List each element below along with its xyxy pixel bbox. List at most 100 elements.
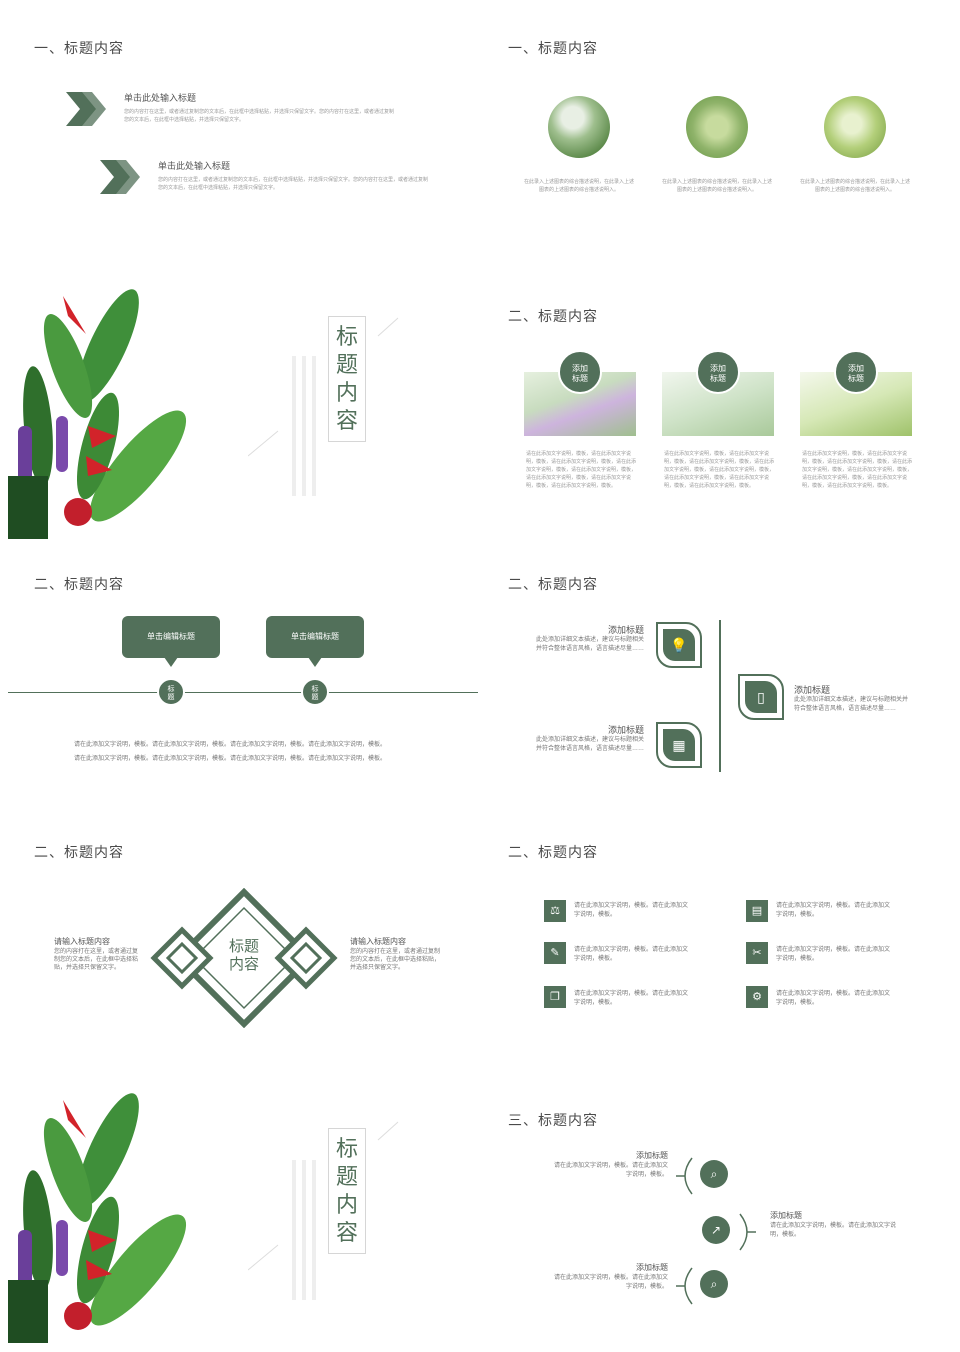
item-heading: 添加标题 [794,685,831,695]
item-body: 您的内容打在这里，或者通过复制您的文本后，在此框中选择粘贴，并选择只保留文字。您… [158,177,429,191]
slide-title: 二、标题内容 [508,844,598,860]
leaf-frame: 💡 [656,622,702,668]
phone-icon: ▯ [745,681,777,713]
bracket [739,1213,756,1251]
item-heading: 添加标题 [607,625,644,635]
slide-7: 二、标题内容 标题 内容 请输入标题内容 您的内容打在这里，或者通过复制您的文本… [8,812,478,1075]
settings-icon: ⚙ [746,986,768,1008]
slide-4: 二、标题内容 添加 标题 添加 标题 添加 标题 请在此添加文字说明，模板，请在… [482,276,952,539]
title-char: 容 [335,1220,358,1245]
photo-circle [548,96,610,158]
search-icon: ⌕ [700,1160,728,1188]
photo-circle [686,96,748,158]
slide-title: 一、标题内容 [508,40,598,56]
list-item: 请在此添加文字说明，模板。请在此添加文字说明，模板。 [574,947,689,962]
caption: 在此录入上述图表的综合描述说明，在此录入上述图表的上述图表的综合描述说明入。 [524,179,635,193]
scale-icon: ⚖ [544,900,566,922]
slide-title: 二、标题内容 [34,844,124,860]
slide-5: 二、标题内容 单击编辑标题 单击编辑标题 标 题 标 题 请在此添加文字说明，模… [8,544,478,807]
copy-icon: ❐ [544,986,566,1008]
caption: 在此录入上述图表的综合描述说明，在此录入上述图表的上述图表的综合描述说明入。 [662,179,773,193]
chart-trend-icon: ↗ [702,1216,730,1244]
item-heading: 单击此处输入标题 [158,161,231,171]
center-title: 标题 内容 [218,938,270,974]
slide-title: 一、标题内容 [34,40,124,56]
item-body: 您的内容打在这里，或者通过复制您的文本后，在此框中选择粘贴，并选择只保留文字。您… [124,109,395,123]
item-body: 此处添加详细文本描述，建议与标题相关并符合整体语言风格，语言描述尽量…… [535,737,644,752]
caption: 请在此添加文字说明，模板，请在此添加文字说明，模板，请在此添加文字说明，模板，请… [802,451,913,489]
item-3: 添加标题 此处添加详细文本描述，建议与标题相关并符合整体语言风格，语言描述尽量…… [794,684,910,714]
right-text: 请输入标题内容 您的内容打在这里，或者通过复制您的文本后，在此框中选择粘贴，并选… [350,936,440,972]
right-heading: 请输入标题内容 [350,937,406,946]
list-item: 请在此添加文字说明，模板。请在此添加文字说明，模板。 [574,903,689,918]
item-1: 添加标题 此处添加详细文本描述，建议与标题相关并符合整体语言风格，语言描述尽量…… [532,624,644,654]
lightbulb-icon: 💡 [663,629,695,661]
decorative-lines [248,317,399,496]
list-item: 请在此添加文字说明，模板。请在此添加文字说明，模板。 [574,991,689,1006]
item-2: 添加标题 此处添加详细文本描述，建议与标题相关并符合整体语言风格，语言描述尽量…… [532,724,644,754]
text-line: 请在此添加文字说明，模板。请在此添加文字说明，模板。请在此添加文字说明，模板。请… [74,742,387,748]
title-badge: 添加 标题 [834,350,878,394]
leaf-frame: ▯ [738,674,784,720]
title-char: 标 [335,1136,358,1161]
photo-circle [824,96,886,158]
title-char: 内 [335,380,358,405]
caption: 请在此添加文字说明，模板，请在此添加文字说明，模板，请在此添加文字说明，模板，请… [664,451,775,489]
left-body: 您的内容打在这里，或者通过复制您的文本后，在此框中选择粘贴，并选择只保留文字。 [54,949,139,971]
left-text: 请输入标题内容 您的内容打在这里，或者通过复制您的文本后，在此框中选择粘贴，并选… [54,936,140,972]
item-body: 此处添加详细文本描述，建议与标题相关并符合整体语言风格，语言描述尽量…… [535,637,644,652]
item-2: 添加标题 请在此添加文字说明，模板。请在此添加文字说明，模板。 [770,1210,900,1240]
timeline-dot: 标 题 [301,678,329,706]
item-1: 单击此处输入标题 您的内容打在这里，或者通过复制您的文本后，在此框中选择粘贴，并… [124,92,394,124]
scissors-icon: ✂ [746,942,768,964]
double-chevron-icon [66,92,106,126]
double-chevron-icon [100,160,140,194]
item-heading: 单击此处输入标题 [124,93,197,103]
plant-illustration [8,289,187,539]
item-heading: 添加标题 [770,1211,802,1220]
title-char: 标 [335,324,358,349]
slide-title: 二、标题内容 [508,308,598,324]
item-body: 请在此添加文字说明，模板。请在此添加文字说明，模板。 [553,1275,668,1290]
center-line: 内容 [228,956,259,973]
item-heading: 添加标题 [607,725,644,735]
item-body: 此处添加详细文本描述，建议与标题相关并符合整体语言风格，语言描述尽量…… [794,697,909,712]
timeline-line [8,692,478,693]
bracket [676,1157,693,1195]
caption: 请在此添加文字说明，模板，请在此添加文字说明，模板，请在此添加文字说明，模板，请… [526,451,637,489]
center-line: 标题 [228,938,259,955]
list-item: 请在此添加文字说明，模板。请在此添加文字说明，模板。 [776,991,891,1006]
slide-6: 二、标题内容 添加标题 此处添加详细文本描述，建议与标题相关并符合整体语言风格，… [482,544,952,807]
vertical-title: 标 题 内 容 [328,316,366,442]
slide-title: 二、标题内容 [34,576,124,592]
item-body: 请在此添加文字说明，模板。请在此添加文字说明，模板。 [553,1163,668,1178]
bracket [676,1267,693,1305]
caption: 在此录入上述图表的综合描述说明，在此录入上述图表的上述图表的综合描述说明入。 [800,179,911,193]
list-item: 请在此添加文字说明，模板。请在此添加文字说明，模板。 [776,903,891,918]
document-icon: ▤ [746,900,768,922]
item-2: 单击此处输入标题 您的内容打在这里，或者通过复制您的文本后，在此框中选择粘贴，并… [158,160,428,192]
item-3: 添加标题 请在此添加文字说明，模板。请在此添加文字说明，模板。 [552,1262,668,1292]
timeline-dot: 标 题 [157,678,185,706]
left-heading: 请输入标题内容 [54,937,110,946]
right-body: 您的内容打在这里，或者通过复制您的文本后，在此框中选择粘贴，并选择只保留文字。 [350,949,441,971]
title-char: 题 [335,352,358,377]
slide-title: 二、标题内容 [508,576,598,592]
list-item: 请在此添加文字说明，模板。请在此添加文字说明，模板。 [776,947,891,962]
decorative-lines [248,1121,399,1300]
leaf-frame: ▦ [656,722,702,768]
title-char: 内 [335,1192,358,1217]
slide-3: 标 题 内 容 [8,276,478,539]
divider [719,620,721,772]
slide-9: 标 题 内 容 [8,1080,478,1343]
brush-icon: ✎ [544,942,566,964]
item-heading: 添加标题 [636,1263,668,1272]
item-1: 添加标题 请在此添加文字说明，模板。请在此添加文字说明，模板。 [552,1150,668,1180]
plant-illustration [8,1093,187,1343]
title-badge: 添加 标题 [558,350,602,394]
diamond-graphic [150,888,338,1028]
title-char: 题 [335,1164,358,1189]
slide-1: 一、标题内容 单击此处输入标题 您的内容打在这里，或者通过复制您的文本后，在此框… [8,8,478,271]
calendar-icon: ▦ [663,729,695,761]
search-icon: ⌕ [700,1270,728,1298]
